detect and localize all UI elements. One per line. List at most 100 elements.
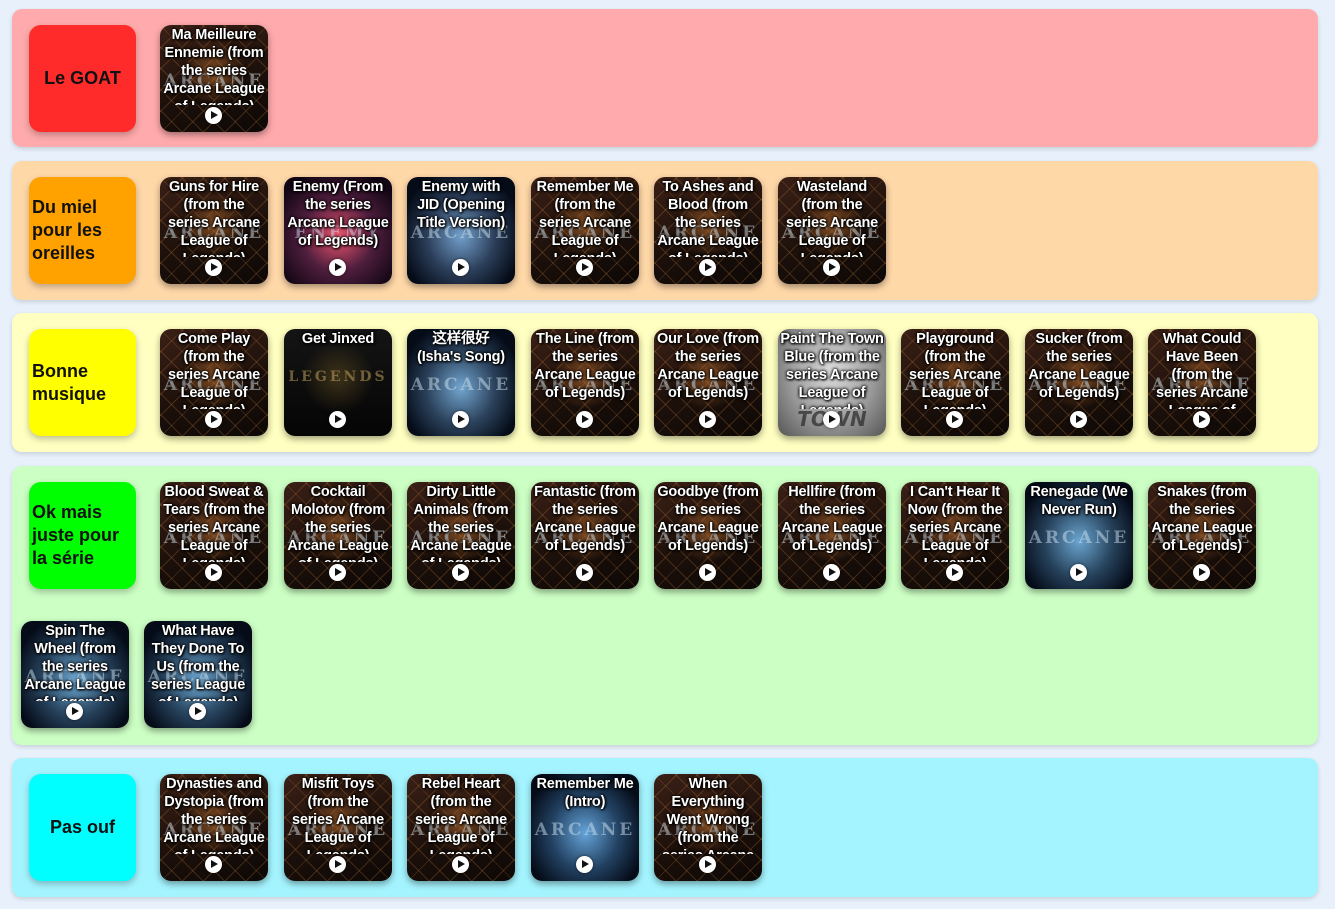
song-title: Snakes (from the series Arcane League of…: [1151, 484, 1253, 554]
play-icon[interactable]: [1070, 564, 1087, 581]
song-title: Dynasties and Dystopia (from the series …: [163, 776, 265, 854]
song-card[interactable]: ARCANE What Have They Done To Us (from t…: [144, 621, 252, 728]
song-card[interactable]: ARCANE Wasteland (from the series Arcane…: [778, 177, 886, 284]
cover-art-arcane: ARCANE: [410, 223, 512, 243]
song-title: Dirty Little Animals (from the series Ar…: [410, 484, 512, 562]
play-icon[interactable]: [452, 411, 469, 428]
song-card[interactable]: LEGENDS Get Jinxed: [284, 329, 392, 436]
play-icon[interactable]: [823, 564, 840, 581]
play-icon[interactable]: [452, 856, 469, 873]
song-title: Blood Sweat & Tears (from the series Arc…: [163, 484, 265, 562]
song-card[interactable]: ARCANE Dirty Little Animals (from the se…: [407, 482, 515, 589]
song-card[interactable]: ARCANE Sucker (from the series Arcane Le…: [1025, 329, 1133, 436]
cover-art-arcane: ARCANE: [410, 528, 512, 548]
play-icon[interactable]: [1193, 411, 1210, 428]
song-card[interactable]: ARCANE Our Love (from the series Arcane …: [654, 329, 762, 436]
song-title: Rebel Heart (from the series Arcane Leag…: [415, 776, 507, 854]
song-title: Misfit Toys (from the series Arcane Leag…: [292, 776, 384, 854]
play-icon[interactable]: [699, 564, 716, 581]
play-icon[interactable]: [205, 107, 222, 124]
song-card[interactable]: ARCANE What Could Have Been (from the se…: [1148, 329, 1256, 436]
cover-art-arcane: ARCANE: [657, 375, 759, 395]
song-title: Enemy with JID (Opening Title Version): [417, 179, 505, 231]
play-icon[interactable]: [576, 856, 593, 873]
play-icon[interactable]: [1070, 411, 1087, 428]
play-icon[interactable]: [329, 259, 346, 276]
song-card[interactable]: ARCANE When Everything Went Wrong (from …: [654, 774, 762, 881]
song-card[interactable]: ARCANE Renegade (We Never Run): [1025, 482, 1133, 589]
tier-label[interactable]: Du miel pour les oreilles: [29, 177, 136, 284]
cover-art-arcane: ARCANE: [904, 375, 1006, 395]
tier-label[interactable]: Le GOAT: [29, 25, 136, 132]
song-card[interactable]: ARCANE Goodbye (from the series Arcane L…: [654, 482, 762, 589]
play-icon[interactable]: [452, 564, 469, 581]
play-icon[interactable]: [329, 564, 346, 581]
song-title: What Have They Done To Us (from the seri…: [150, 623, 246, 701]
song-card[interactable]: ARCANE Spin The Wheel (from the series A…: [21, 621, 129, 728]
play-icon[interactable]: [205, 564, 222, 581]
song-card[interactable]: ARCANE To Ashes and Blood (from the seri…: [654, 177, 762, 284]
song-title: 这样很好 (Isha's Song): [417, 331, 505, 365]
cover-art-arcane: ARCANE: [781, 223, 883, 243]
play-icon[interactable]: [205, 259, 222, 276]
play-icon[interactable]: [576, 259, 593, 276]
play-icon[interactable]: [452, 259, 469, 276]
play-icon[interactable]: [946, 411, 963, 428]
song-card[interactable]: TOWN Paint The Town Blue (from the serie…: [778, 329, 886, 436]
cover-art-arcane: ARCANE: [534, 820, 636, 840]
play-icon[interactable]: [329, 856, 346, 873]
song-card[interactable]: ARCANE Rebel Heart (from the series Arca…: [407, 774, 515, 881]
tier-row-le-goat: Le GOAT ARCANE Ma Meilleure Ennemie (fro…: [12, 9, 1318, 147]
play-icon[interactable]: [1193, 564, 1210, 581]
song-title: Enemy (From the series Arcane League of …: [287, 179, 389, 249]
play-icon[interactable]: [329, 411, 346, 428]
song-card[interactable]: ARCANE The Line (from the series Arcane …: [531, 329, 639, 436]
song-card[interactable]: ARCANE Remember Me (Intro): [531, 774, 639, 881]
song-card[interactable]: ARCANE 这样很好 (Isha's Song): [407, 329, 515, 436]
cover-art-arcane: ARCANE: [657, 528, 759, 548]
play-icon[interactable]: [576, 564, 593, 581]
play-icon[interactable]: [946, 564, 963, 581]
song-card[interactable]: ARCANE Guns for Hire (from the series Ar…: [160, 177, 268, 284]
song-card[interactable]: ARCANE Dynasties and Dystopia (from the …: [160, 774, 268, 881]
song-card[interactable]: ARCANE Come Play (from the series Arcane…: [160, 329, 268, 436]
tier-label[interactable]: Pas ouf: [29, 774, 136, 881]
play-icon[interactable]: [66, 703, 83, 720]
song-card[interactable]: ARCANE Enemy with JID (Opening Title Ver…: [407, 177, 515, 284]
play-icon[interactable]: [699, 259, 716, 276]
song-card[interactable]: ARCANE Blood Sweat & Tears (from the ser…: [160, 482, 268, 589]
song-card[interactable]: ARCANE Misfit Toys (from the series Arca…: [284, 774, 392, 881]
song-title: When Everything Went Wrong (from the ser…: [662, 776, 754, 854]
cover-art-arcane: ARCANE: [534, 223, 636, 243]
song-card[interactable]: ARCANE Hellfire (from the series Arcane …: [778, 482, 886, 589]
play-icon[interactable]: [699, 856, 716, 873]
song-card[interactable]: ARCANE Ma Meilleure Ennemie (from the se…: [160, 25, 268, 132]
song-card[interactable]: ARCANE Playground (from the series Arcan…: [901, 329, 1009, 436]
cover-art-arcane: ARCANE: [1028, 528, 1130, 548]
cover-art-arcane: ARCANE: [163, 375, 265, 395]
song-card[interactable]: ARCANE Cocktail Molotov (from the series…: [284, 482, 392, 589]
song-title: Remember Me (from the series Arcane Leag…: [536, 179, 634, 257]
cover-art-arcane: ARCANE: [534, 528, 636, 548]
song-card[interactable]: ARCANE Snakes (from the series Arcane Le…: [1148, 482, 1256, 589]
play-icon[interactable]: [189, 703, 206, 720]
play-icon[interactable]: [823, 259, 840, 276]
tier-row-ok-mais: Ok mais juste pour la série ARCANE Blood…: [12, 466, 1318, 745]
play-icon[interactable]: [576, 411, 593, 428]
tier-label[interactable]: Bonne musique: [29, 329, 136, 436]
song-title: Renegade (We Never Run): [1030, 484, 1128, 518]
tier-label[interactable]: Ok mais juste pour la série: [29, 482, 136, 589]
song-card[interactable]: ENEMY Enemy (From the series Arcane Leag…: [284, 177, 392, 284]
song-card[interactable]: ARCANE Remember Me (from the series Arca…: [531, 177, 639, 284]
play-icon[interactable]: [205, 411, 222, 428]
song-card[interactable]: ARCANE Fantastic (from the series Arcane…: [531, 482, 639, 589]
cover-art-arcane: ARCANE: [410, 820, 512, 840]
cover-art-arcane: ARCANE: [1151, 528, 1253, 548]
play-icon[interactable]: [205, 856, 222, 873]
song-title: Goodbye (from the series Arcane League o…: [657, 484, 759, 554]
song-card[interactable]: ARCANE I Can't Hear It Now (from the ser…: [901, 482, 1009, 589]
play-icon[interactable]: [823, 411, 840, 428]
cover-art-arcane: ARCANE: [147, 667, 249, 687]
play-icon[interactable]: [699, 411, 716, 428]
song-title: Get Jinxed: [301, 331, 375, 347]
